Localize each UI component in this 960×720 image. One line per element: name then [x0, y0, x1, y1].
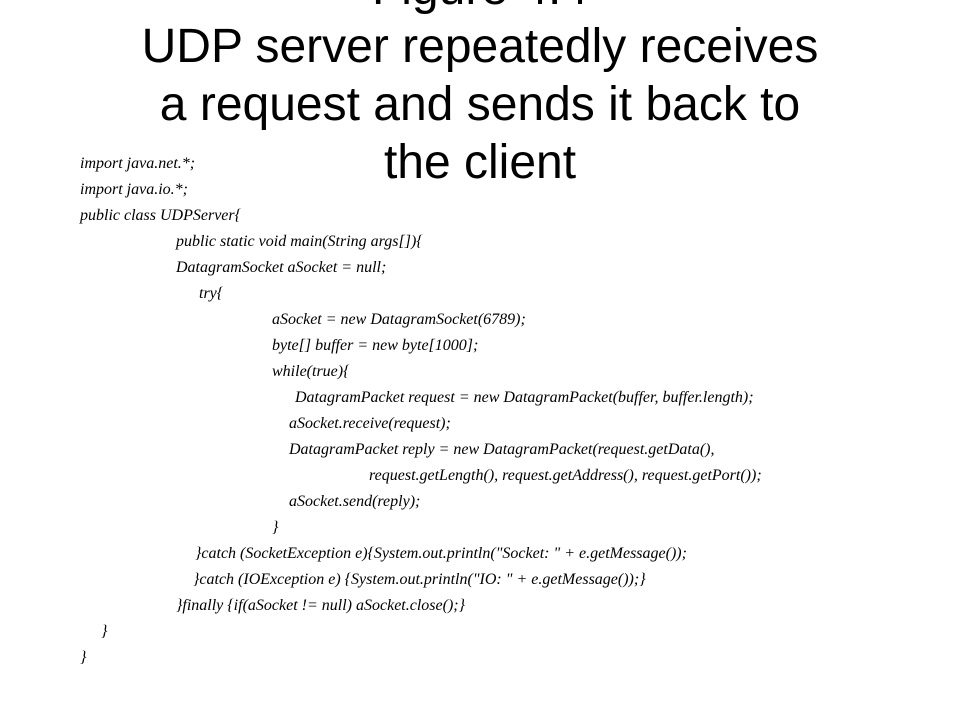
- code-line: DatagramSocket aSocket = null;: [176, 259, 387, 276]
- code-line: }: [272, 519, 279, 536]
- code-line: while(true){: [272, 363, 350, 380]
- code-line: public static void main(String args[]){: [176, 233, 423, 250]
- code-line: aSocket.receive(request);: [289, 415, 451, 432]
- slide-title-line: Figure 4.4: [0, 0, 960, 18]
- code-line: }: [80, 649, 87, 666]
- code-line: aSocket = new DatagramSocket(6789);: [272, 311, 526, 328]
- code-line: DatagramPacket reply = new DatagramPacke…: [289, 441, 715, 458]
- code-line: try{: [199, 285, 224, 302]
- code-line: aSocket.send(reply);: [289, 493, 421, 510]
- code-line: byte[] buffer = new byte[1000];: [272, 337, 479, 354]
- slide-title-line: a request and sends it back to: [159, 78, 801, 131]
- slide-title: Figure 4.4 UDP server repeatedly receive…: [0, 0, 960, 192]
- code-line: }finally {if(aSocket != null) aSocket.cl…: [176, 597, 465, 614]
- code-line: import java.io.*;: [80, 181, 188, 198]
- code-line: }catch (IOException e) {System.out.print…: [193, 571, 646, 588]
- code-line: DatagramPacket request = new DatagramPac…: [295, 389, 754, 406]
- code-line: }: [101, 623, 108, 640]
- code-line: import java.net.*;: [80, 155, 196, 172]
- code-line: }catch (SocketException e){System.out.pr…: [195, 545, 687, 562]
- code-line: public class UDPServer{: [80, 207, 242, 224]
- slide-title-line: the client: [383, 136, 577, 189]
- code-line: request.getLength(), request.getAddress(…: [369, 467, 762, 484]
- slide-title-line: UDP server repeatedly receives: [141, 20, 819, 73]
